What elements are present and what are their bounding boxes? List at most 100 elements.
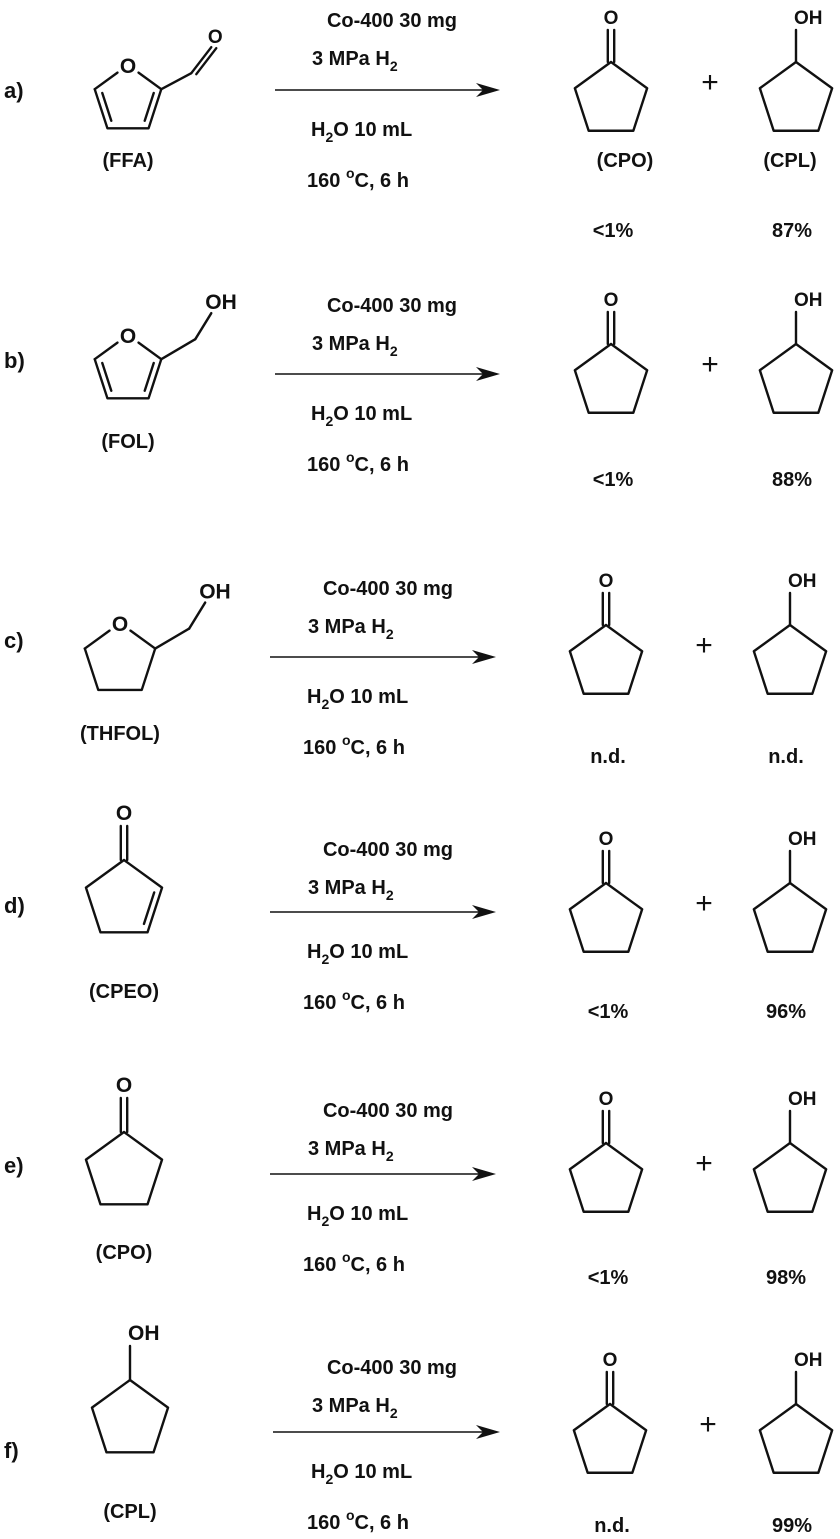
plus-sign: + <box>701 348 719 381</box>
oxygen-atom: O <box>116 802 132 825</box>
aldehyde-oxygen-atom: O <box>208 27 223 48</box>
hydroxyl-label: OH <box>794 1350 823 1371</box>
temperature-condition: 160 oC, 6 h <box>307 165 409 192</box>
ketone-yield: n.d. <box>590 746 626 768</box>
ring-oxygen-atom: O <box>112 613 128 636</box>
oxygen-atom: O <box>599 829 614 850</box>
ring-oxygen-atom: O <box>120 55 136 78</box>
aldehyde-bond <box>160 71 193 91</box>
product-alcohol-structure: OH <box>758 8 834 132</box>
solvent-condition: H2O 10 mL <box>311 119 412 145</box>
cyclopentane-ring <box>568 1141 644 1213</box>
reaction-arrowhead <box>472 1167 496 1181</box>
substrate-name: (FOL) <box>101 431 154 453</box>
product-alcohol-structure: OH <box>758 1350 834 1474</box>
alcohol-yield: 88% <box>772 469 812 491</box>
substrate-structure: OH <box>90 1322 170 1454</box>
ring-bond <box>137 71 163 91</box>
reaction-arrowhead <box>476 367 500 381</box>
cyclopentane-ring <box>573 60 649 132</box>
oxygen-atom: O <box>604 8 619 29</box>
substrate-name: (THFOL) <box>80 723 160 745</box>
reaction-label: a) <box>4 78 24 103</box>
oxygen-atom: O <box>116 1074 132 1097</box>
oxygen-atom: O <box>599 571 614 592</box>
catalyst-condition: Co-400 30 mg <box>323 839 453 861</box>
alcohol-product-name: (CPL) <box>763 150 816 172</box>
ketone-product-name: (CPO) <box>597 150 654 172</box>
ring-bond <box>83 629 111 650</box>
substrate-structure: O <box>84 1074 164 1206</box>
product-alcohol-structure: OH <box>758 290 834 414</box>
product-ketone-structure: O <box>568 829 644 953</box>
catalyst-condition: Co-400 30 mg <box>327 10 457 32</box>
hydroxyl-label: OH <box>205 291 237 314</box>
ring-bond <box>93 341 119 361</box>
reaction-arrowhead <box>472 650 496 664</box>
ketone-yield: <1% <box>593 220 634 242</box>
ketone-yield: n.d. <box>594 1515 630 1537</box>
oxygen-atom: O <box>599 1089 614 1110</box>
ring-bonds <box>93 87 163 130</box>
temperature-condition: 160 oC, 6 h <box>303 1249 405 1276</box>
product-alcohol-structure: OH <box>752 1089 828 1213</box>
pressure-condition: 3 MPa H2 <box>308 1138 394 1164</box>
ring-bonds <box>93 357 163 400</box>
cyclopentane-ring <box>568 623 644 695</box>
product-ketone-structure: O <box>568 571 644 695</box>
product-ketone-structure: O <box>568 1089 644 1213</box>
pressure-condition: 3 MPa H2 <box>312 333 398 359</box>
oxygen-atom: O <box>603 1350 618 1371</box>
plus-sign: + <box>695 1147 713 1180</box>
product-ketone-structure: O <box>573 8 649 132</box>
substrate-name: (CPEO) <box>89 981 159 1003</box>
cyclopentane-ring <box>752 881 828 953</box>
catalyst-condition: Co-400 30 mg <box>327 295 457 317</box>
temperature-condition: 160 oC, 6 h <box>307 449 409 476</box>
alcohol-yield: 87% <box>772 220 812 242</box>
solvent-condition: H2O 10 mL <box>311 1461 412 1487</box>
ring-bond <box>129 629 157 650</box>
solvent-condition: H2O 10 mL <box>307 686 408 712</box>
hydroxyl-label: OH <box>794 290 823 311</box>
ring-double-bond <box>143 91 155 122</box>
ring-double-bond <box>142 891 156 926</box>
substrate-name: (FFA) <box>102 150 153 172</box>
pressure-condition: 3 MPa H2 <box>312 48 398 74</box>
hydroxyl-label: OH <box>788 571 817 592</box>
product-alcohol-structure: OH <box>752 571 828 695</box>
cyclopentane-ring <box>752 623 828 695</box>
substrate-name: (CPL) <box>103 1501 156 1523</box>
reaction-arrowhead <box>476 1425 500 1439</box>
carbonyl-bond <box>195 46 218 76</box>
carbonyl-bond <box>190 45 213 75</box>
substrate-structure: OOH <box>93 291 237 400</box>
hydroxyl-label: OH <box>794 8 823 29</box>
substrate-structure: O <box>84 802 164 934</box>
ring-bond <box>137 341 163 361</box>
product-alcohol-structure: OH <box>752 829 828 953</box>
ring-double-bond <box>101 91 113 122</box>
ring-bond <box>93 71 119 91</box>
cyclopentane-ring <box>752 1141 828 1213</box>
cyclopentenone-ring <box>84 858 164 934</box>
catalyst-condition: Co-400 30 mg <box>323 1100 453 1122</box>
hydroxyl-label: OH <box>788 829 817 850</box>
catalyst-condition: Co-400 30 mg <box>323 578 453 600</box>
hydroxyl-bond <box>194 311 213 341</box>
temperature-condition: 160 oC, 6 h <box>307 1507 409 1534</box>
substrate-structure: OO <box>93 27 223 130</box>
cyclopentane-ring <box>568 881 644 953</box>
catalyst-condition: Co-400 30 mg <box>327 1357 457 1379</box>
substrate-structure: OOH <box>83 581 231 692</box>
reaction-arrowhead <box>472 905 496 919</box>
pressure-condition: 3 MPa H2 <box>312 1395 398 1421</box>
plus-sign: + <box>695 629 713 662</box>
alcohol-yield: n.d. <box>768 746 804 768</box>
cyclopentane-ring <box>572 1402 648 1474</box>
